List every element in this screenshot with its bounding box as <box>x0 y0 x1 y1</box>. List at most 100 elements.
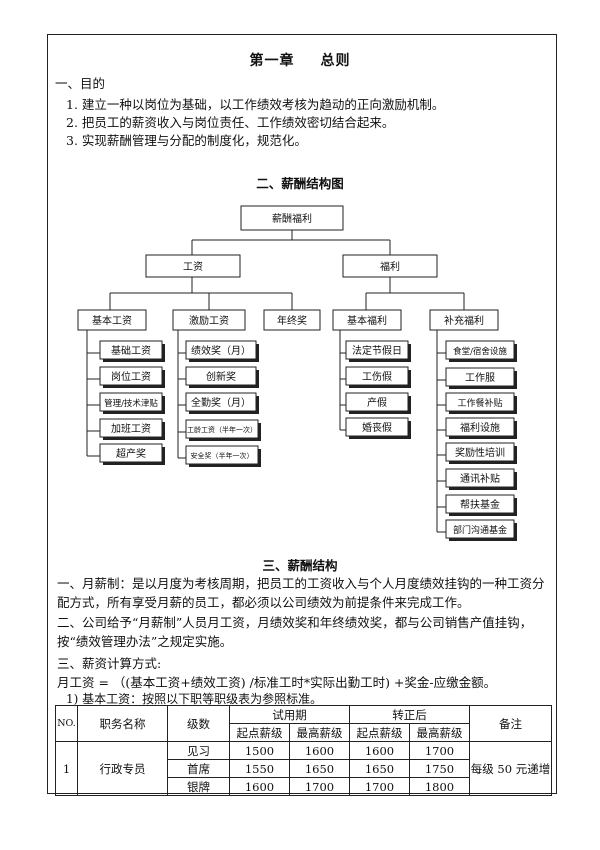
table-row: 首席 1550 1650 1650 1750 <box>56 759 552 778</box>
header-regular: 转正后 <box>349 705 470 724</box>
chart-leaf-incentive-pay: 工龄工资（半年一次） <box>185 419 261 441</box>
structure-chart-heading: 二、薪酬结构图 <box>256 176 344 191</box>
cell-probation-max: 1700 <box>289 777 350 796</box>
salary-structure-chart: 薪酬福利 工资 福利 基本工资 激励工资 年终奖 基本福利 补充福利 基础工资 … <box>77 205 517 541</box>
cell-probation-start: 1500 <box>229 741 290 760</box>
cell-regular-max: 1800 <box>409 777 470 796</box>
chart-leaf-extra-welfare: 通讯补贴 <box>445 468 517 490</box>
table-subheader-row: 起点薪级 最高薪级 起点薪级 最高薪级 <box>56 723 552 742</box>
category-label: 激励工资 <box>189 314 229 327</box>
category-label: 年终奖 <box>277 314 307 327</box>
cell-regular-start: 1650 <box>349 759 410 778</box>
purpose-item: 2. 把员工的薪资收入与岗位责任、工作绩效密切结合起来。 <box>66 115 395 130</box>
chart-leaf-incentive-pay: 全勤奖（月） <box>185 392 259 414</box>
leaf-label: 工伤假 <box>362 370 392 383</box>
chart-leaf-extra-welfare: 食堂/宿舍设施 <box>445 340 517 362</box>
chart-leaf-extra-welfare: 工作服 <box>445 367 517 389</box>
header-level: 级数 <box>167 705 230 742</box>
leaf-label: 福利设施 <box>460 421 500 434</box>
leaf-label: 产假 <box>367 396 387 409</box>
cell-level: 见习 <box>167 741 230 760</box>
leaf-label: 帮扶基金 <box>460 498 500 511</box>
chart-leaf-basic-pay: 基础工资 <box>99 340 165 362</box>
group-label: 工资 <box>183 261 203 273</box>
chart-leaf-basic-pay: 岗位工资 <box>99 366 165 388</box>
paragraph-monthly-salary-staff: 二、公司给予“月薪制”人员月工资，月绩效奖和年终绩效奖，都与公司销售产值挂钩，按… <box>57 615 533 649</box>
chart-node-group: 工资 <box>145 254 241 278</box>
table-row: 银牌 1600 1700 1700 1800 <box>56 777 552 796</box>
cell-probation-start: 1550 <box>229 759 290 778</box>
cell-probation-max: 1650 <box>289 759 350 778</box>
leaf-label: 工作餐补贴 <box>457 397 502 409</box>
chart-leaf-basic-pay: 加班工资 <box>99 418 165 440</box>
cell-note: 每级 50 元递增 <box>469 741 552 796</box>
cell-regular-max: 1750 <box>409 759 470 778</box>
leaf-label: 管理/技术津贴 <box>104 398 158 409</box>
leaf-label: 部门沟通基金 <box>453 524 507 536</box>
chart-leaf-basic-welfare: 婚丧假 <box>345 417 411 439</box>
cell-regular-start: 1700 <box>349 777 410 796</box>
purpose-item: 1. 建立一种以岗位为基础，以工作绩效考核为趋动的正向激励机制。 <box>66 97 445 112</box>
leaf-label: 创新奖 <box>206 370 236 383</box>
leaf-label: 通讯补贴 <box>460 472 500 485</box>
header-no: NO. <box>55 705 78 742</box>
cell-position: 行政专员 <box>77 741 168 796</box>
cell-level: 首席 <box>167 759 230 778</box>
chart-leaf-extra-welfare: 帮扶基金 <box>445 494 517 516</box>
chart-leaf-incentive-pay: 绩效奖（月） <box>185 340 259 362</box>
category-label: 补充福利 <box>444 314 484 327</box>
table-header-row: NO. 职务名称 级数 试用期 转正后 备注 <box>55 705 552 742</box>
leaf-label: 安全奖（半年一次） <box>191 451 254 460</box>
leaf-label: 食堂/宿舍设施 <box>453 346 507 357</box>
header-position: 职务名称 <box>77 705 168 742</box>
category-label: 基本福利 <box>347 314 387 327</box>
header-probation-max: 最高薪级 <box>289 723 350 742</box>
paragraph-monthly-salary: 一、月薪制：是以月度为考核周期，把员工的工资收入与个人月度绩效挂钩的一种工资分配… <box>57 576 545 610</box>
leaf-label: 超产奖 <box>116 447 146 460</box>
chart-leaf-incentive-pay: 创新奖 <box>185 366 259 388</box>
leaf-label: 基础工资 <box>111 344 151 357</box>
chart-leaf-extra-welfare: 福利设施 <box>445 417 517 439</box>
chart-node-root: 薪酬福利 <box>240 205 344 231</box>
chart-leaf-basic-pay: 超产奖 <box>99 443 165 465</box>
cell-regular-max: 1700 <box>409 741 470 760</box>
chart-leaf-basic-pay: 管理/技术津贴 <box>99 392 165 414</box>
leaf-label: 工龄工资（半年一次） <box>187 425 257 434</box>
cell-level: 银牌 <box>167 777 230 796</box>
purpose-item: 3. 实现薪酬管理与分配的制度化，规范化。 <box>66 133 307 148</box>
chapter-number: 第一章 <box>249 53 295 69</box>
chart-leaf-extra-welfare: 奖励性培训 <box>445 442 517 464</box>
chapter-title: 第一章 总则 <box>0 50 600 70</box>
salary-calc-heading: 三、薪资计算方式: <box>57 656 162 671</box>
table-row: 1 行政专员 见习 1500 1600 1600 1700 每级 50 元递增 <box>55 741 552 796</box>
group-label: 福利 <box>380 260 400 273</box>
leaf-label: 绩效奖（月） <box>191 344 251 357</box>
leaf-label: 工作服 <box>465 372 495 384</box>
header-probation: 试用期 <box>229 705 350 724</box>
chart-leaf-extra-welfare: 工作餐补贴 <box>445 392 517 414</box>
leaf-label: 岗位工资 <box>111 370 151 383</box>
header-note: 备注 <box>469 705 552 742</box>
chapter-name: 总则 <box>320 53 351 69</box>
chart-leaf-basic-welfare: 工伤假 <box>345 366 411 388</box>
chart-node-group: 福利 <box>342 254 438 278</box>
chart-connectors <box>86 230 465 533</box>
header-regular-start: 起点薪级 <box>349 723 410 742</box>
salary-structure-heading: 三、薪酬结构 <box>262 558 338 573</box>
chart-leaf-basic-welfare: 法定节假日 <box>345 340 411 362</box>
chart-leaf-incentive-pay: 安全奖（半年一次） <box>185 445 261 467</box>
header-regular-max: 最高薪级 <box>409 723 470 742</box>
cell-probation-start: 1600 <box>229 777 290 796</box>
salary-grade-table: NO. 职务名称 级数 试用期 转正后 备注 起点薪级 最高薪级 起点薪级 最高… <box>55 705 552 796</box>
chart-node-category: 年终奖 <box>263 309 321 331</box>
chart-node-category: 基本福利 <box>332 309 402 331</box>
leaf-label: 加班工资 <box>111 423 151 435</box>
cell-probation-max: 1600 <box>289 741 350 760</box>
header-probation-start: 起点薪级 <box>229 723 290 742</box>
leaf-label: 法定节假日 <box>352 344 402 357</box>
chart-node-category: 激励工资 <box>172 309 246 331</box>
basic-salary-note: 1) 基本工资：按照以下职等职级表为参照标准。 <box>66 692 323 706</box>
cell-no: 1 <box>55 741 78 796</box>
chart-node-category: 补充福利 <box>429 309 499 331</box>
leaf-label: 奖励性培训 <box>455 446 505 459</box>
